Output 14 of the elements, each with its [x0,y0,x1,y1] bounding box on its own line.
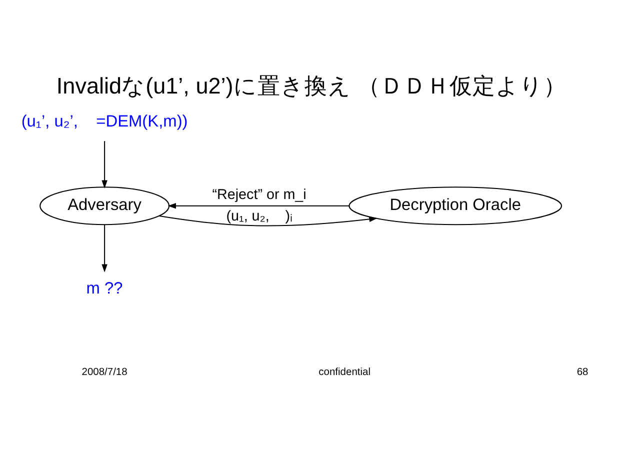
diagram-title: Invalidな(u1’, u2’)に置き換え （ＤＤＨ仮定より） [56,72,567,98]
label: 2008/7/18 [82,366,128,378]
node-ellipse: Decryption Oracle [348,186,562,225]
label: confidential [318,366,371,378]
label: 68 [576,366,588,378]
arrow [102,224,108,272]
node-ellipse: Adversary [40,186,170,225]
arrow [159,214,378,226]
edge-label: (u₁, u₂, )ᵢ [226,208,292,224]
node-text: m ?? [86,278,123,297]
arrow [102,140,108,188]
edge-label: “Reject” or m_i [212,186,306,202]
node-text: (u₁’, u₂’, =DEM(K,m)) [21,112,188,130]
arrow [168,202,350,208]
